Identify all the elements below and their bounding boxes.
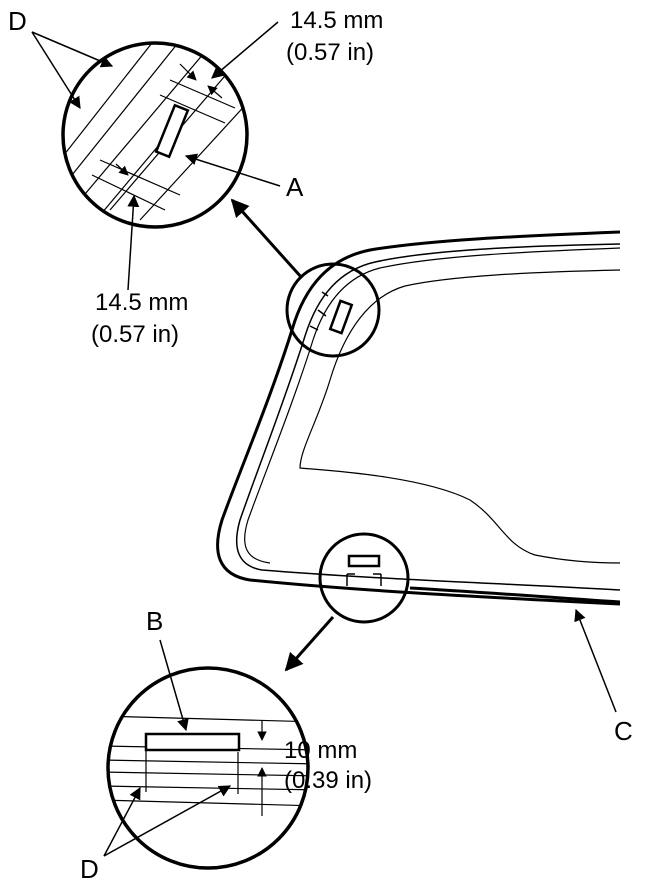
- d-top-leader-2: [31, 31, 81, 110]
- top-right-dim-imperial: (0.57 in): [286, 39, 374, 66]
- molding-c-edge: [409, 586, 621, 604]
- glass-inner-edge: [236, 243, 621, 591]
- top-magnified-circle: [61, 41, 249, 229]
- glass-ceramic-line: [244, 247, 621, 564]
- top-left-dim-imperial: (0.57 in): [91, 321, 179, 348]
- top-left-dim-leader: [127, 194, 140, 291]
- window-glass: [216, 230, 621, 606]
- top-dim-arrow-lower: [207, 85, 223, 99]
- lower-clip-guides: [346, 573, 382, 586]
- lower-clip-marker: [347, 554, 381, 568]
- callout-c: C: [614, 716, 633, 746]
- arrow-to-top-magnified: [230, 198, 304, 280]
- bottom-magnified-circle: [106, 666, 310, 870]
- upper-clip-guides: [309, 291, 329, 331]
- callout-d-bottom: D: [80, 854, 99, 884]
- left-dim-arrow-a: [115, 163, 129, 176]
- top-dim-arrow-upper: [179, 63, 197, 81]
- bottom-dim-metric: 10 mm: [284, 737, 357, 764]
- clip-a-slot: [154, 103, 190, 159]
- d-bottom-leader-1: [103, 786, 141, 857]
- clip-b-slot: [144, 732, 241, 752]
- bottom-magnified-view: [106, 666, 310, 870]
- top-right-dim-leader: [211, 21, 279, 79]
- d-top-leader-1: [31, 31, 114, 68]
- b-leader: [159, 639, 189, 732]
- callout-a: A: [286, 172, 304, 202]
- glass-outer-edge: [216, 230, 621, 606]
- top-magnified-view: [61, 41, 249, 229]
- callout-d-top: D: [8, 6, 27, 36]
- arrow-to-bottom-magnified: [284, 616, 335, 672]
- d-bottom-leader-2: [103, 785, 232, 857]
- c-leader: [574, 608, 617, 713]
- callout-b: B: [146, 606, 163, 636]
- lower-detail-circle: [318, 532, 410, 624]
- upper-clip-marker: [328, 299, 354, 335]
- bottom-dim-imperial: (0.39 in): [284, 767, 372, 794]
- top-left-dim-metric: 14.5 mm: [95, 289, 188, 316]
- top-right-dim-metric: 14.5 mm: [290, 7, 383, 34]
- a-leader: [184, 153, 281, 187]
- defroster-boundary: [299, 269, 621, 564]
- upper-detail-circle: [285, 262, 381, 358]
